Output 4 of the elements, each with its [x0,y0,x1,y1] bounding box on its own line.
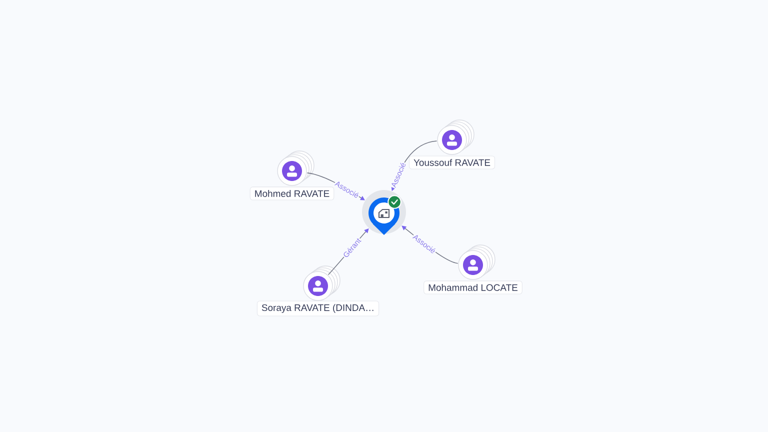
map-pin [362,190,406,235]
name-label: Mohammad LOCATE [424,280,522,294]
name-label: Youssouf RAVATE [408,156,496,170]
name-label: Mohmed RAVATE [250,186,334,200]
